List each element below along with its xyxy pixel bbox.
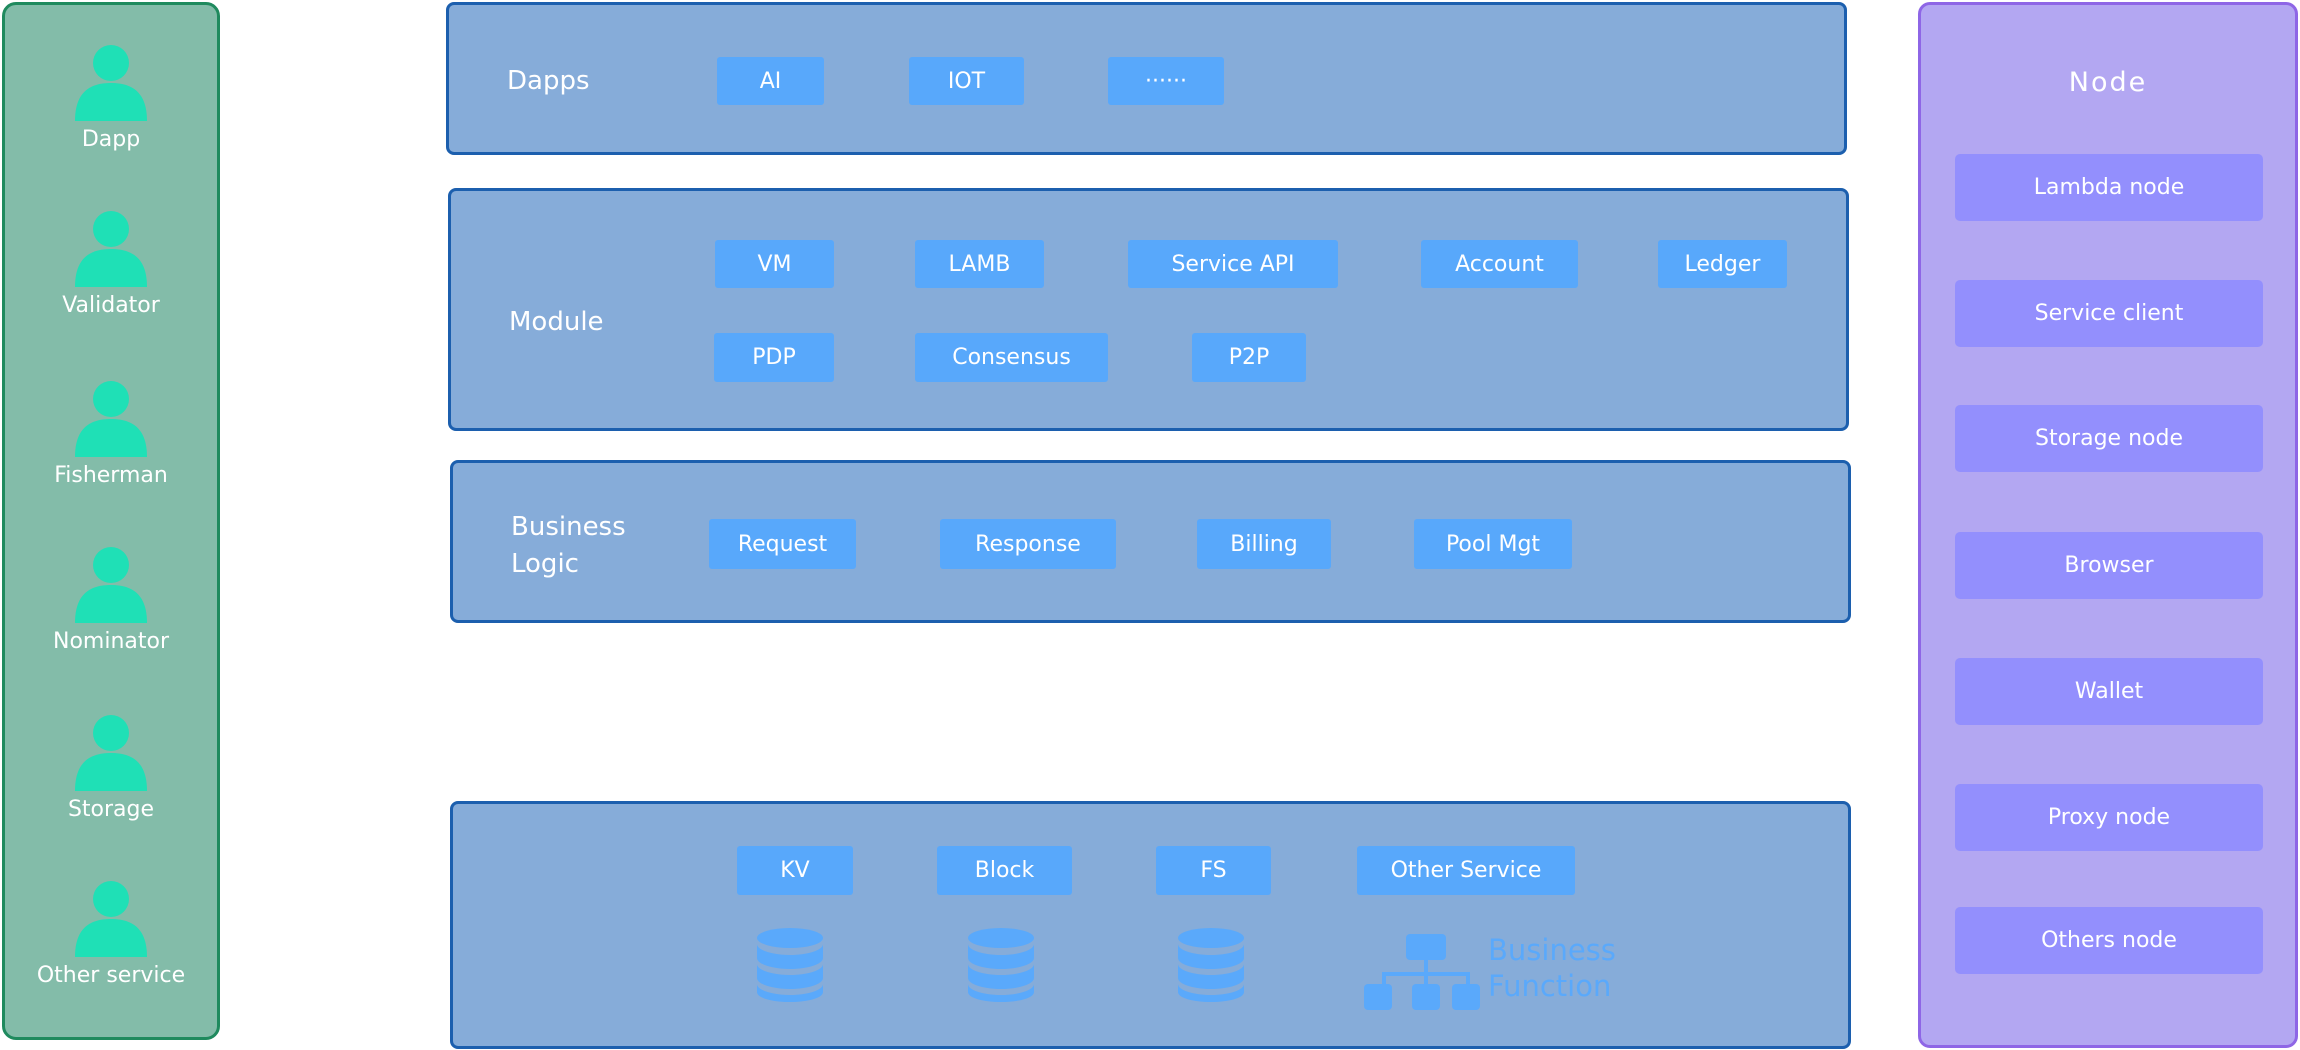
- logic-chip-request: Request: [709, 519, 856, 569]
- role-label: Fisherman: [54, 463, 168, 488]
- module-chip-service-api: Service API: [1128, 240, 1338, 288]
- node-wallet: Wallet: [1955, 658, 2263, 725]
- node-proxy: Proxy node: [1955, 784, 2263, 851]
- person-icon: [75, 881, 147, 957]
- module-chip-vm: VM: [715, 240, 834, 288]
- logic-chip-response: Response: [940, 519, 1116, 569]
- node-panel: Node Lambda node Service client Storage …: [1918, 2, 2298, 1048]
- node-title: Node: [2068, 67, 2148, 98]
- person-icon: [75, 211, 147, 287]
- database-icon: [1178, 928, 1244, 1002]
- module-chip-consensus: Consensus: [915, 333, 1108, 382]
- node-browser: Browser: [1955, 532, 2263, 599]
- function-chip-block: Block: [937, 846, 1072, 895]
- business-function-label: Business Function: [1488, 932, 1616, 1004]
- role-dapp: Dapp: [5, 43, 217, 152]
- role-label: Validator: [62, 293, 160, 318]
- business-function-layer: KV Block FS Other Service: [450, 801, 1851, 1049]
- role-label: Dapp: [81, 127, 141, 152]
- node-service-client: Service client: [1955, 280, 2263, 347]
- logic-chip-billing: Billing: [1197, 519, 1331, 569]
- module-chip-p2p: P2P: [1192, 333, 1306, 382]
- logic-chip-pool-mgt: Pool Mgt: [1414, 519, 1572, 569]
- role-nominator: Nominator: [5, 545, 217, 654]
- role-label: Nominator: [52, 629, 169, 654]
- module-chip-account: Account: [1421, 240, 1578, 288]
- person-icon: [75, 715, 147, 791]
- dapp-chip-more: ······: [1108, 57, 1224, 105]
- roles-panel: Dapp Validator Fisherman Nominator Stora…: [2, 2, 220, 1040]
- person-icon: [75, 45, 147, 121]
- business-function-line1: Business: [1488, 933, 1616, 967]
- module-chip-pdp: PDP: [714, 333, 834, 382]
- function-chip-fs: FS: [1156, 846, 1271, 895]
- role-storage: Storage: [5, 713, 217, 822]
- layer-title: Module: [509, 307, 604, 337]
- person-icon: [75, 547, 147, 623]
- database-icon: [968, 928, 1034, 1002]
- layer-title: Business Logic: [511, 509, 626, 583]
- node-storage: Storage node: [1955, 405, 2263, 472]
- hierarchy-icon: [1364, 934, 1480, 1010]
- function-chip-kv: KV: [737, 846, 853, 895]
- layer-title-line2: Logic: [511, 549, 579, 579]
- node-others: Others node: [1955, 907, 2263, 974]
- role-other-service: Other service: [5, 879, 217, 988]
- layer-title: Dapps: [507, 66, 590, 96]
- module-chip-lamb: LAMB: [915, 240, 1044, 288]
- module-chip-ledger: Ledger: [1658, 240, 1787, 288]
- dapp-chip-ai: AI: [717, 57, 824, 105]
- dapp-chip-iot: IOT: [909, 57, 1024, 105]
- module-layer: Module VM LAMB Service API Account Ledge…: [448, 188, 1849, 431]
- dapps-layer: Dapps AI IOT ······: [446, 2, 1847, 155]
- function-chip-other-service: Other Service: [1357, 846, 1575, 895]
- role-label: Storage: [67, 797, 155, 822]
- role-validator: Validator: [5, 209, 217, 318]
- person-icon: [75, 381, 147, 457]
- database-icon: [757, 928, 823, 1002]
- node-lambda: Lambda node: [1955, 154, 2263, 221]
- role-fisherman: Fisherman: [5, 379, 217, 488]
- layer-title-line1: Business: [511, 512, 626, 542]
- role-label: Other service: [36, 963, 186, 988]
- business-function-line2: Function: [1488, 969, 1612, 1003]
- business-logic-layer: Business Logic Request Response Billing …: [450, 460, 1851, 623]
